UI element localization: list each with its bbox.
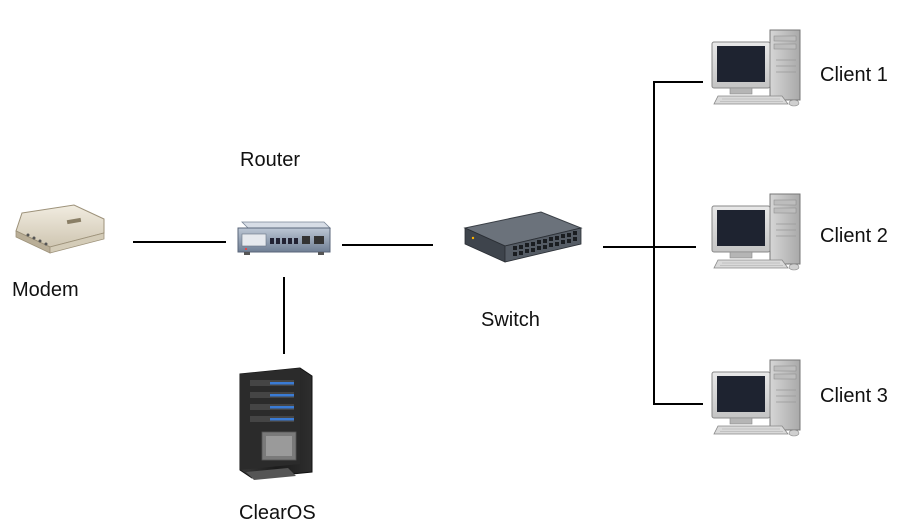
switch-label: Switch bbox=[481, 309, 540, 331]
desktop-computer-icon bbox=[711, 29, 801, 107]
modem-icon bbox=[15, 204, 105, 254]
clearos-label: ClearOS bbox=[239, 502, 316, 524]
desktop-computer-icon bbox=[711, 193, 801, 271]
client2-label: Client 2 bbox=[820, 225, 888, 247]
router-label: Router bbox=[240, 149, 301, 171]
router-icon bbox=[237, 221, 331, 255]
client3-label: Client 3 bbox=[820, 385, 888, 407]
desktop-computer-icon bbox=[711, 359, 801, 437]
client1-label: Client 1 bbox=[820, 64, 888, 86]
network-switch-icon bbox=[463, 211, 583, 263]
modem-label: Modem bbox=[12, 279, 79, 301]
server-icon bbox=[239, 367, 313, 480]
